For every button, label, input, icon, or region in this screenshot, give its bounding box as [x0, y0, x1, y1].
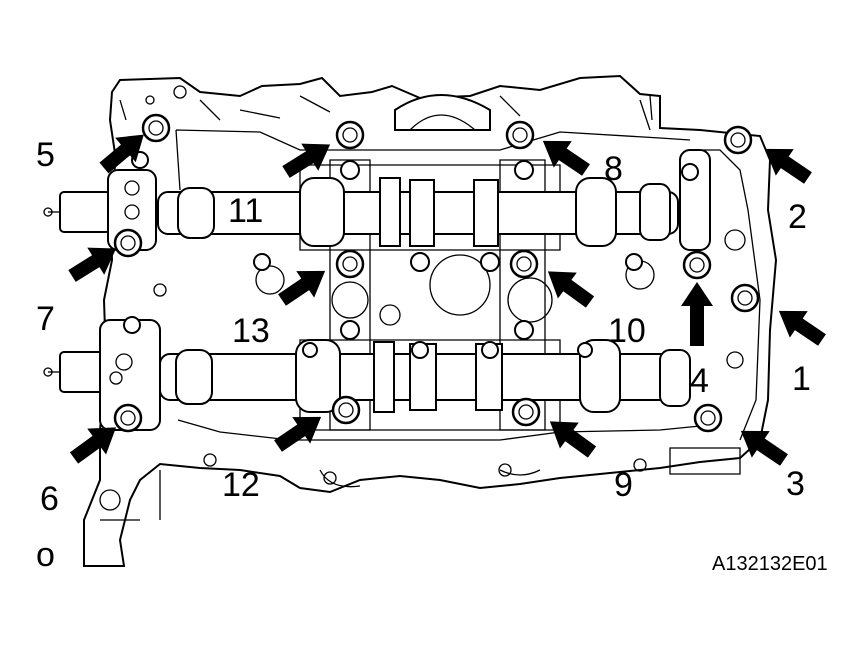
sequence-labels: 1 2 3 4 5 6 7 8 9 10 11 12 13 [36, 136, 811, 518]
label-7: 7 [36, 300, 55, 338]
pointer-arrows [68, 134, 826, 466]
label-1: 1 [792, 360, 811, 398]
bolt-1 [730, 283, 760, 313]
arrow-2 [764, 148, 812, 184]
bolt-13 [335, 249, 365, 279]
label-13: 13 [232, 312, 270, 350]
arrow-10 [547, 271, 595, 308]
label-8: 8 [604, 150, 623, 188]
upper-camshaft [43, 149, 711, 251]
label-10: 10 [608, 312, 646, 350]
arrow-13 [278, 270, 326, 306]
bolt-2 [723, 125, 753, 155]
figure-code: A132132E01 [712, 553, 828, 575]
bolt-3 [693, 403, 723, 433]
arrow-5 [99, 134, 144, 174]
label-3: 3 [786, 465, 805, 503]
bolt-12 [331, 395, 361, 425]
numbered-bolts [113, 113, 760, 433]
arrow-9 [549, 421, 597, 458]
arrow-3 [740, 430, 788, 466]
label-9: 9 [614, 466, 633, 504]
label-6: 6 [40, 480, 59, 518]
label-5: 5 [36, 136, 55, 174]
bolt-5 [141, 113, 171, 143]
bolt-10 [509, 249, 539, 279]
bolt-6 [113, 403, 143, 433]
arrow-8 [542, 140, 590, 176]
bolt-9 [511, 397, 541, 427]
label-2: 2 [788, 198, 807, 236]
corner-mark: o [36, 536, 55, 574]
arrow-1 [778, 310, 826, 346]
arrow-11 [282, 143, 331, 178]
arrow-4 [681, 282, 713, 346]
bolt-11 [335, 120, 365, 150]
bolt-7 [113, 228, 143, 258]
label-11: 11 [228, 192, 263, 230]
label-12: 12 [222, 466, 260, 504]
cylinder-head-outline [83, 74, 778, 567]
small-cap-bolts [123, 151, 699, 359]
arrow-6 [69, 427, 117, 464]
label-4: 4 [690, 362, 709, 400]
arrow-7 [68, 247, 117, 282]
bolt-8 [505, 120, 535, 150]
bolt-4 [682, 250, 712, 280]
arrow-12 [274, 416, 322, 452]
